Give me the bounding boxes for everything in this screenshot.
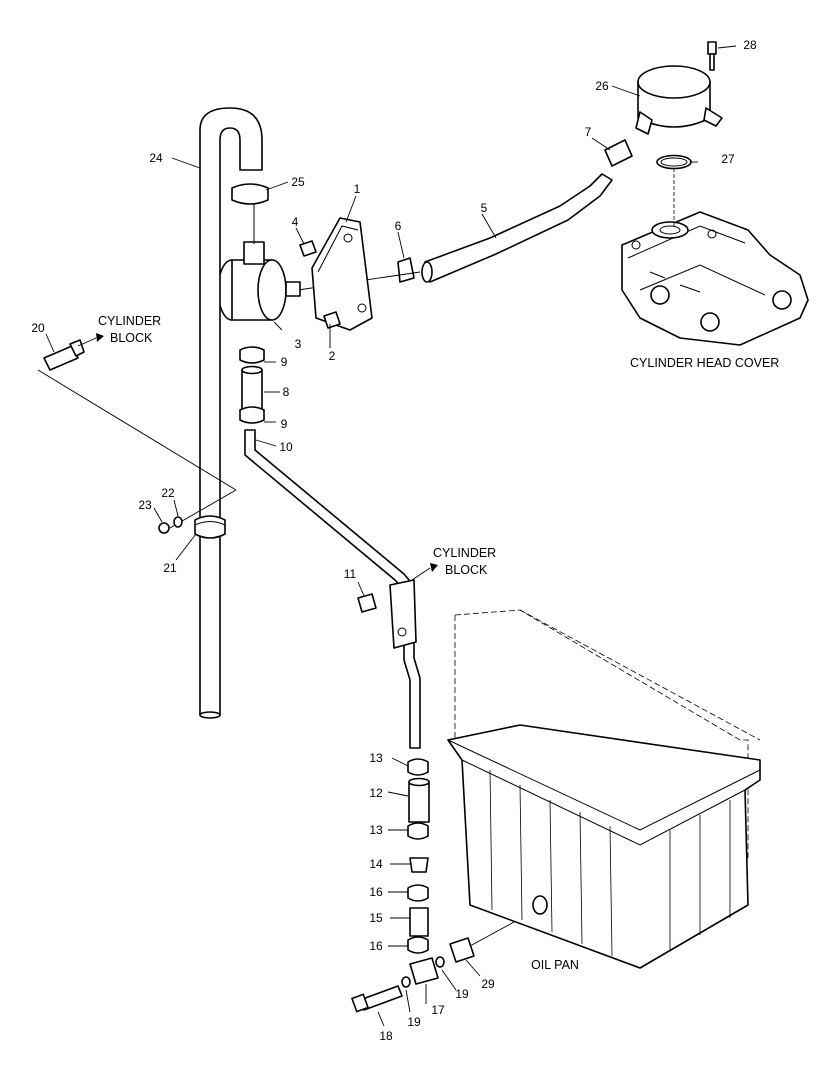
callout-25: 25 <box>291 175 305 189</box>
callout-16b: 16 <box>369 939 383 953</box>
label-cylinder-block-2-line1: CYLINDER <box>433 546 496 560</box>
callout-8: 8 <box>283 385 290 399</box>
callout-6: 6 <box>395 219 402 233</box>
fitting-20 <box>37 339 237 534</box>
label-cylinder-head-cover: CYLINDER HEAD COVER <box>630 356 779 370</box>
callout-7: 7 <box>585 125 592 139</box>
callout-23: 23 <box>138 498 152 512</box>
leader-lines <box>45 45 737 1027</box>
callout-13b: 13 <box>369 823 383 837</box>
cylinder-block-arrows <box>77 333 438 581</box>
hose-8-clamps-9 <box>239 346 265 424</box>
callout-numbers: 1 2 3 4 5 6 7 8 9 9 10 11 12 13 13 14 15… <box>31 38 757 1043</box>
callout-27: 27 <box>721 152 735 166</box>
pipe-24 <box>194 107 269 719</box>
text-labels: CYLINDER BLOCK CYLINDER BLOCK CYLINDER H… <box>98 314 779 972</box>
callout-2: 2 <box>329 349 336 363</box>
callout-19b: 19 <box>407 1015 421 1029</box>
label-oil-pan: OIL PAN <box>531 958 579 972</box>
callout-1: 1 <box>354 182 361 196</box>
callout-18: 18 <box>379 1029 393 1043</box>
callout-13a: 13 <box>369 751 383 765</box>
callout-4: 4 <box>292 215 299 229</box>
callout-3: 3 <box>295 337 302 351</box>
callout-20: 20 <box>31 321 45 335</box>
callout-12: 12 <box>369 786 383 800</box>
oil-pan <box>447 609 761 969</box>
callout-22: 22 <box>161 486 175 500</box>
label-cylinder-block-2-line2: BLOCK <box>445 563 488 577</box>
hose-5 <box>297 139 633 291</box>
callout-9b: 9 <box>281 417 288 431</box>
callout-10: 10 <box>279 440 293 454</box>
callout-9a: 9 <box>281 355 288 369</box>
callout-17: 17 <box>431 1003 445 1017</box>
callout-19a: 19 <box>455 987 469 1001</box>
label-cylinder-block-1-line1: CYLINDER <box>98 314 161 328</box>
drain-fittings <box>351 758 537 1013</box>
oil-pan-ribs <box>489 769 731 957</box>
callout-26: 26 <box>595 79 609 93</box>
breather-cap <box>635 41 723 228</box>
callout-16a: 16 <box>369 885 383 899</box>
cylinder-head-cover <box>621 211 809 346</box>
callout-14: 14 <box>369 857 383 871</box>
pipe-10 <box>244 429 421 749</box>
callout-21: 21 <box>163 561 177 575</box>
callout-11: 11 <box>344 567 357 581</box>
callout-28: 28 <box>743 38 757 52</box>
callout-29: 29 <box>481 977 495 991</box>
label-cylinder-block-1-line2: BLOCK <box>110 331 153 345</box>
callout-15: 15 <box>369 911 383 925</box>
valve-assembly <box>217 200 373 331</box>
callout-24: 24 <box>149 151 163 165</box>
callout-5: 5 <box>481 201 488 215</box>
